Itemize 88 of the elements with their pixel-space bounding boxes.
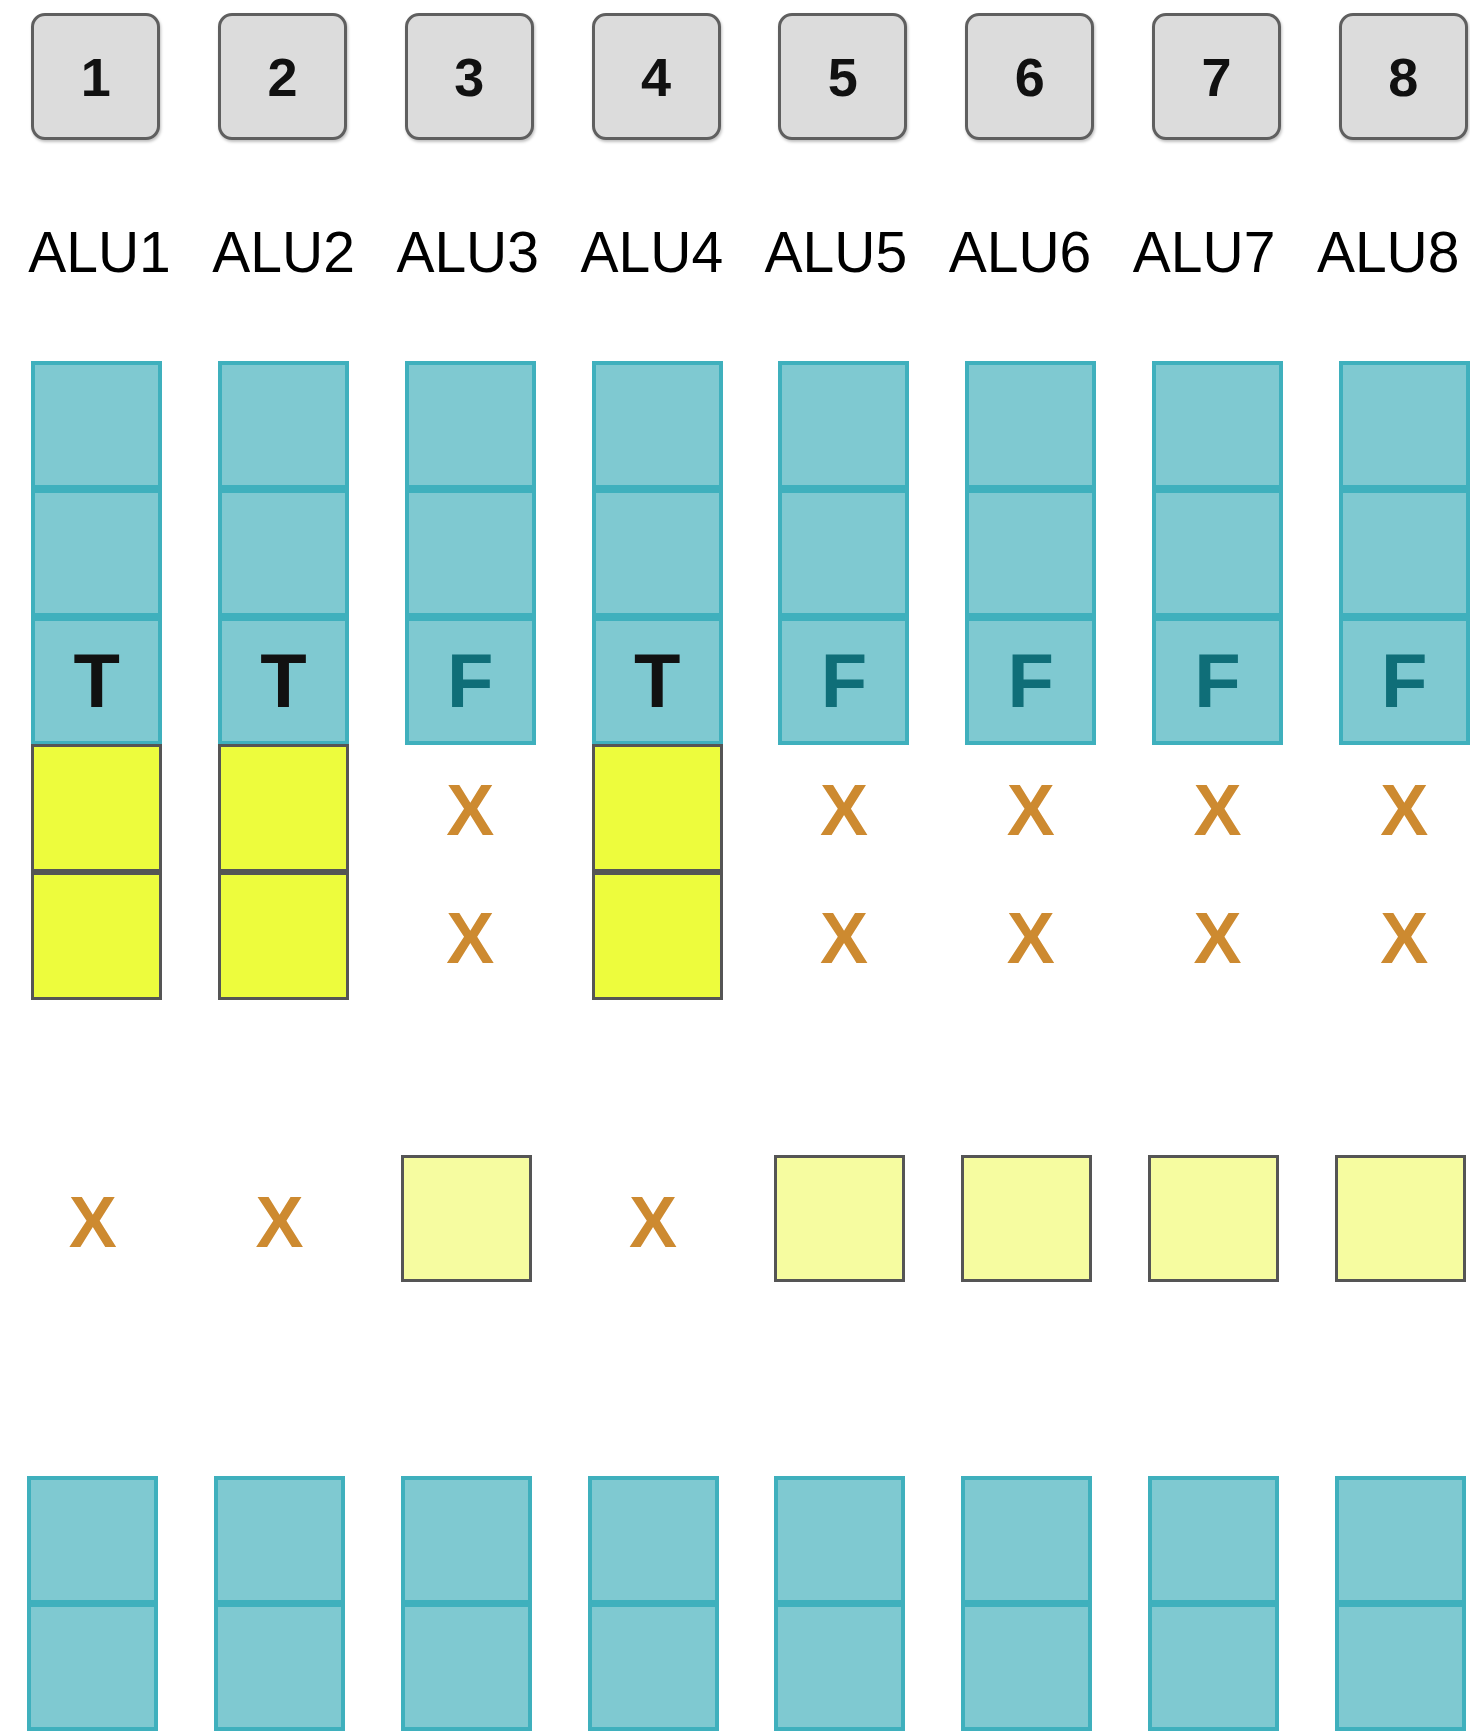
disabled-mark: X — [1006, 902, 1055, 974]
register-cell — [218, 617, 349, 745]
flag-letter: F — [1381, 643, 1428, 719]
result-cell — [591, 744, 723, 872]
result-cell — [218, 744, 349, 872]
number-box — [591, 13, 721, 140]
result-cell — [1148, 1155, 1279, 1282]
number-box — [1338, 13, 1468, 140]
disabled-mark: X — [1380, 774, 1429, 846]
register-cell — [1148, 1603, 1279, 1731]
column-number: 3 — [454, 49, 485, 104]
column-number: 6 — [1014, 49, 1045, 104]
result-cell — [961, 1155, 1093, 1282]
column-number: 8 — [1388, 49, 1419, 104]
flag-letter: F — [820, 643, 868, 719]
number-box — [965, 13, 1095, 140]
register-cell — [774, 1476, 906, 1604]
alu-label: ALU6 — [948, 223, 1092, 281]
flag-letter: F — [1007, 643, 1054, 719]
register-cell — [31, 361, 163, 489]
register-cell — [31, 617, 163, 745]
flag-letter: F — [1194, 643, 1241, 719]
register-cell — [1334, 1603, 1466, 1731]
register-cell — [404, 617, 536, 745]
disabled-mark: X — [68, 1186, 117, 1258]
alu-label: ALU3 — [396, 223, 539, 281]
disabled-mark: X — [1193, 902, 1242, 974]
disabled-mark: X — [1193, 774, 1242, 846]
register-cell — [961, 1476, 1093, 1604]
disabled-mark: X — [819, 774, 868, 846]
register-cell — [591, 617, 723, 745]
register-cell — [214, 1603, 345, 1731]
alu-label: ALU8 — [1316, 223, 1460, 281]
disabled-mark: X — [819, 902, 868, 974]
register-cell — [1152, 617, 1283, 745]
register-cell — [27, 1476, 159, 1604]
register-cell — [1148, 1476, 1279, 1604]
result-cell — [774, 1155, 906, 1282]
register-cell — [400, 1603, 532, 1731]
disabled-mark: X — [629, 1186, 678, 1258]
register-cell — [214, 1476, 345, 1604]
disabled-mark: X — [446, 774, 495, 846]
register-cell — [1338, 617, 1470, 745]
disabled-mark: X — [1006, 774, 1055, 846]
register-cell — [27, 1603, 159, 1731]
result-cell — [400, 1155, 532, 1282]
register-cell — [965, 617, 1097, 745]
register-cell — [400, 1476, 532, 1604]
result-cell — [218, 872, 349, 1000]
register-cell — [965, 361, 1097, 489]
register-cell — [1334, 1476, 1466, 1604]
number-box — [778, 13, 908, 140]
register-cell — [778, 361, 910, 489]
flag-letter: T — [633, 643, 681, 719]
number-box — [218, 13, 347, 140]
column-number: 1 — [80, 49, 111, 104]
alu-label: ALU7 — [1132, 223, 1276, 281]
number-box — [1152, 13, 1281, 140]
disabled-mark: X — [255, 1186, 304, 1258]
result-cell — [591, 872, 723, 1000]
column-number: 5 — [827, 49, 858, 104]
register-cell — [1338, 361, 1470, 489]
result-cell — [31, 744, 163, 872]
number-box — [404, 13, 534, 140]
alu-label: ALU4 — [580, 223, 724, 281]
flag-letter: T — [73, 643, 120, 719]
disabled-mark: X — [1380, 902, 1429, 974]
register-cell — [587, 1476, 719, 1604]
register-cell — [587, 1603, 719, 1731]
register-cell — [961, 1603, 1093, 1731]
result-cell — [31, 872, 163, 1000]
register-cell — [1152, 361, 1283, 489]
number-box — [31, 13, 161, 140]
column-number: 4 — [641, 49, 672, 104]
column-number: 7 — [1201, 49, 1232, 104]
flag-letter: F — [447, 643, 494, 719]
disabled-mark: X — [446, 902, 495, 974]
alu-label: ALU5 — [764, 223, 908, 281]
column-number: 2 — [267, 49, 298, 104]
flag-letter: T — [260, 643, 307, 719]
alu-label: ALU1 — [28, 223, 171, 281]
register-cell — [591, 361, 723, 489]
alu-label: ALU2 — [212, 223, 355, 281]
register-cell — [778, 617, 910, 745]
register-cell — [774, 1603, 906, 1731]
register-cell — [218, 361, 349, 489]
result-cell — [1334, 1155, 1466, 1282]
register-cell — [404, 361, 536, 489]
